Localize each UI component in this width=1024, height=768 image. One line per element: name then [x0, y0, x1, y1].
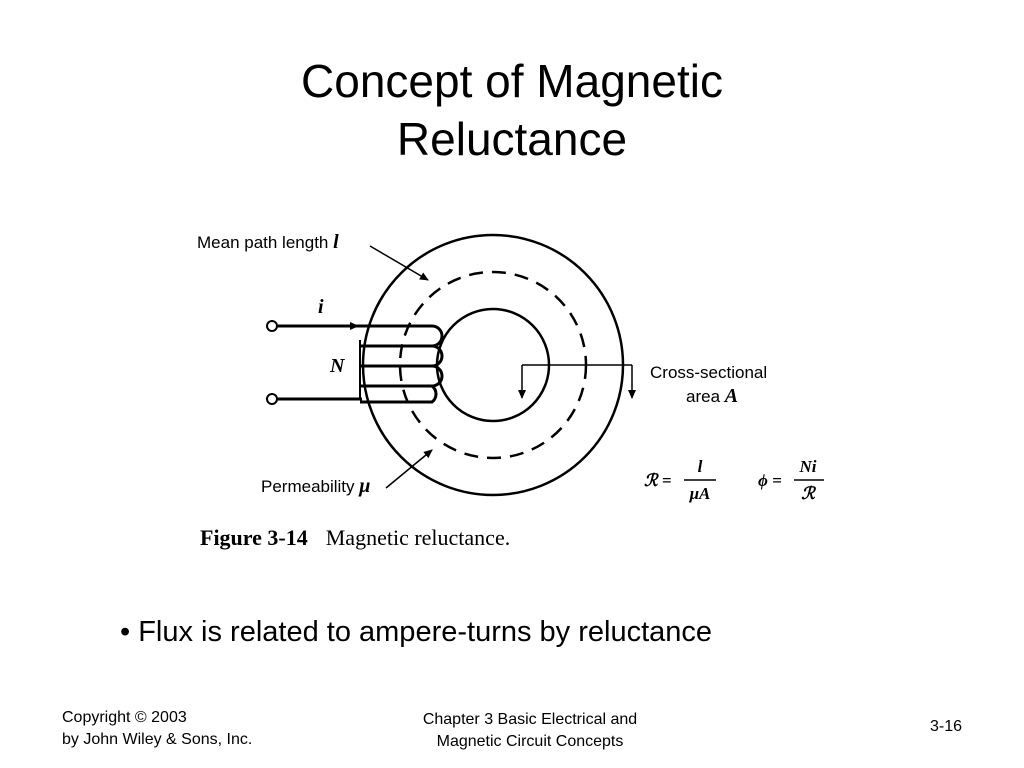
chapter-line1: Chapter 3 Basic Electrical and: [422, 711, 638, 728]
turns-label: N: [329, 355, 346, 377]
permeability-leader: [385, 449, 433, 489]
bottom-terminal: [266, 393, 278, 405]
top-terminal: [266, 320, 278, 332]
svg-text:ϕ =: ϕ =: [758, 471, 782, 490]
footer-chapter: Chapter 3 Basic Electrical and Magnetic …: [370, 709, 690, 753]
svg-text:ℛ: ℛ: [801, 484, 816, 503]
slide-title-line1: Concept of Magnetic: [301, 55, 723, 107]
slide-title: Concept of Magnetic Reluctance: [0, 52, 1024, 168]
svg-text:l: l: [698, 457, 703, 476]
slide-title-line2: Reluctance: [396, 113, 628, 165]
footer-copyright: Copyright © 2003 by John Wiley & Sons, I…: [62, 707, 252, 751]
chapter-line2: Magnetic Circuit Concepts: [436, 733, 624, 750]
reluctance-diagram: Mean path length l i N Cross-sectional a…: [197, 231, 824, 550]
copyright-line1: Copyright © 2003: [62, 709, 187, 726]
reluctance-figure: Mean path length l i N Cross-sectional a…: [170, 210, 850, 560]
bullet-point: • Flux is related to ampere-turns by rel…: [120, 616, 713, 648]
reluctance-equation: ℛ = l μA: [644, 457, 716, 503]
mean-path-leader: [369, 245, 429, 281]
flux-equation: ϕ = Ni ℛ: [758, 457, 824, 503]
svg-text:Ni: Ni: [799, 457, 817, 476]
copyright-line2: by John Wiley & Sons, Inc.: [62, 731, 253, 748]
cross-section-label-line1: Cross-sectional: [650, 363, 767, 382]
permeability-label: Permeability μ: [261, 475, 370, 497]
mean-path-label: Mean path length l: [197, 231, 339, 253]
cross-section-label-line2: area A: [686, 385, 738, 407]
svg-text:ℛ =: ℛ =: [644, 471, 672, 490]
current-label: i: [318, 296, 324, 318]
svg-text:μA: μA: [689, 484, 711, 503]
page-number: 3-16: [930, 718, 963, 735]
coil-winding: [358, 324, 444, 404]
